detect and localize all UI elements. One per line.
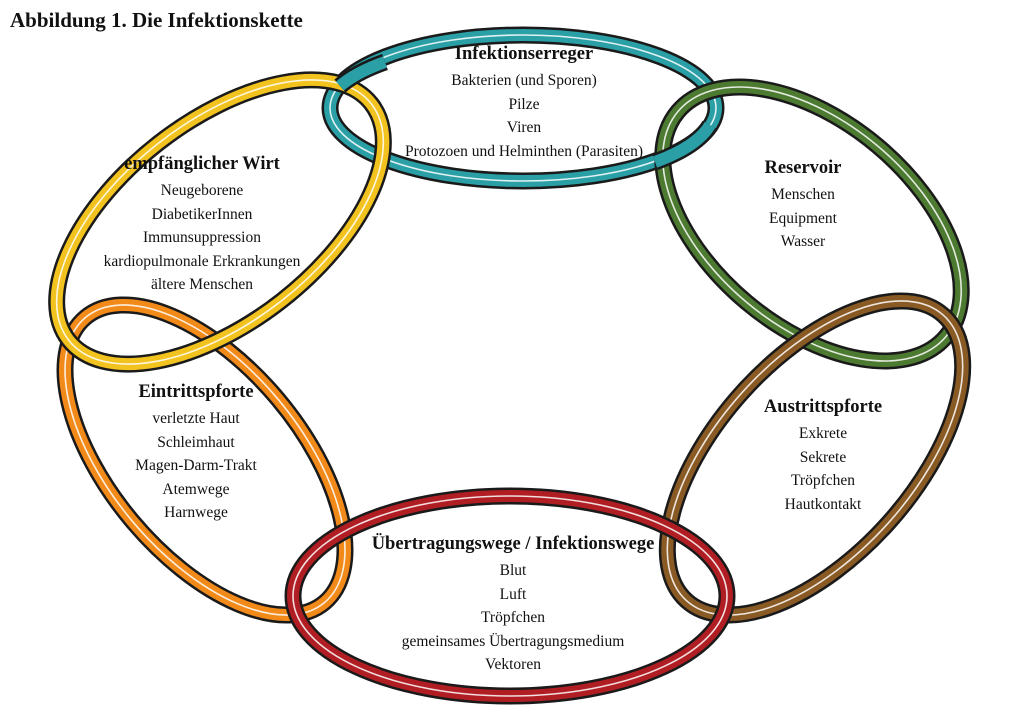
link-title: empfänglicher Wirt xyxy=(124,154,280,174)
list-item: Hautkontakt xyxy=(784,495,862,513)
list-item: Menschen xyxy=(771,186,835,203)
list-item: Blut xyxy=(499,562,527,579)
link-item-list: Exkrete Sekrete Tröpfchen Hautkontakt xyxy=(764,422,882,516)
link-title: Infektionserreger xyxy=(454,44,594,64)
figure-title: Abbildung 1. Die Infektionskette xyxy=(10,8,303,32)
list-item: Bakterien (und Sporen) xyxy=(451,72,597,89)
list-item: Sekrete xyxy=(799,448,847,466)
link-item-list: verletzte Haut Schleimhaut Magen-Darm-Tr… xyxy=(135,407,257,525)
list-item: gemeinsames Übertragungsmedium xyxy=(401,632,625,650)
ring-empfaenglicher-wirt xyxy=(48,71,392,373)
ring-reservoir xyxy=(654,78,970,370)
ring-uebertragungswege xyxy=(284,487,736,705)
list-item: Harnwege xyxy=(164,504,228,521)
list-item: ältere Menschen xyxy=(150,276,253,293)
link-austrittspforte: Austrittspforte Exkrete Sekrete Tröpfche… xyxy=(764,397,882,516)
list-item: Exkrete xyxy=(798,425,848,442)
link-reservoir: Reservoir Menschen Equipment Wasser xyxy=(764,158,841,254)
list-item: Vektoren xyxy=(485,656,541,673)
list-item: Tröpfchen xyxy=(480,609,545,626)
list-item: Schleimhaut xyxy=(157,433,235,451)
link-item-list: Bakterien (und Sporen) Pilze Viren Proto… xyxy=(405,69,643,163)
link-title: Austrittspforte xyxy=(763,397,883,417)
list-item: Wasser xyxy=(780,233,826,250)
link-item-list: Blut Luft Tröpfchen gemeinsames Übertrag… xyxy=(372,559,655,677)
link-eintrittspforte: Eintrittspforte verletzte Haut Schleimha… xyxy=(135,382,257,525)
list-item: Tröpfchen xyxy=(790,472,856,489)
ring-austrittspforte xyxy=(658,292,972,624)
link-title: Eintrittspforte xyxy=(138,382,254,402)
list-item: Viren xyxy=(506,119,542,136)
list-item: Pilze xyxy=(508,95,540,113)
link-item-list: Neugeborene DiabetikerInnen Immunsuppres… xyxy=(104,179,301,297)
interlock-erreger-over-wirt xyxy=(334,53,388,93)
link-title: Übertragungswege / Infektionswege xyxy=(371,534,655,554)
list-item: Equipment xyxy=(768,209,838,227)
list-item: kardiopulmonale Erkrankungen xyxy=(103,252,301,270)
ring-eintrittspforte xyxy=(56,296,354,624)
link-empfaenglicher-wirt: empfänglicher Wirt Neugeborene Diabetike… xyxy=(104,154,301,297)
list-item: verletzte Haut xyxy=(152,410,240,427)
list-item: Luft xyxy=(499,585,527,603)
link-item-list: Menschen Equipment Wasser xyxy=(764,183,841,254)
link-title: Reservoir xyxy=(764,158,842,178)
list-item: Magen-Darm-Trakt xyxy=(135,457,257,474)
link-infektionserreger: Infektionserreger Bakterien (und Sporen)… xyxy=(405,44,643,163)
list-item: DiabetikerInnen xyxy=(151,205,253,223)
list-item: Neugeborene xyxy=(160,182,244,199)
list-item: Immunsuppression xyxy=(143,229,261,246)
ring-infektionserreger xyxy=(321,26,725,190)
link-uebertragungswege: Übertragungswege / Infektionswege Blut L… xyxy=(372,534,655,677)
list-item: Atemwege xyxy=(162,480,230,498)
interlock-erreger-over-reservoir xyxy=(652,120,718,170)
list-item: Protozoen und Helminthen (Parasiten) xyxy=(404,142,644,160)
